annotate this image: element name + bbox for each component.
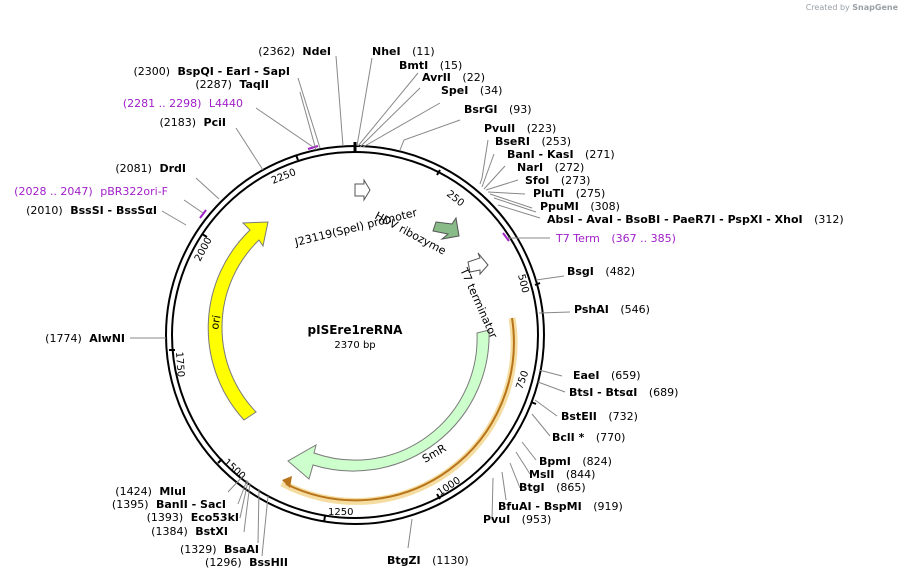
site-label-pcii: (2183) PciI — [159, 116, 226, 129]
site-label-bsgi: BsgI (482) — [567, 265, 635, 278]
tick-mark — [436, 493, 441, 500]
t7-terminator-label: T7 terminator — [457, 265, 500, 341]
ori-label: ori — [208, 314, 223, 330]
site-label-xhoi-group: AbsI - AvaI - BsoBI - PaeR7I - PspXI - X… — [547, 213, 844, 226]
site-label-spei: SpeI (34) — [441, 84, 502, 97]
tick-mark — [436, 169, 441, 176]
site-label-nari: NarI (272) — [517, 161, 584, 174]
tick-mark — [217, 458, 223, 464]
site-label-bsrgi: BsrGI (93) — [464, 103, 532, 116]
tick-label: 250 — [444, 189, 466, 209]
tick-label: 1250 — [328, 507, 353, 518]
plasmid-name: pISEre1reRNA — [308, 323, 404, 337]
feature-label-pbr322ori-f: (2028 .. 2047) pBR322ori-F — [14, 185, 168, 198]
site-label-bspqi-group: (2300) BspQI - EarI - SapI — [133, 65, 290, 78]
plasmid-size: 2370 bp — [334, 340, 375, 351]
site-label-ndei: (2362) NdeI — [258, 45, 331, 58]
tick-mark — [534, 282, 541, 286]
ori-feature-arrow — [207, 221, 269, 421]
tick-label: 1500 — [221, 457, 247, 482]
site-label-taqii: (2287) TaqII — [195, 78, 269, 91]
t7-term-mark — [502, 232, 510, 242]
site-label-bsssi: (2010) BssSI - BssSαI — [26, 204, 157, 217]
site-label-banii-saci: (1395) BanII - SacI — [112, 498, 226, 511]
site-label-bfuai-bspmi: BfuAI - BspMI (919) — [498, 500, 623, 513]
site-label-pvui: PvuI (953) — [483, 513, 551, 526]
snapgene-branding: Created by SnapGene — [806, 3, 898, 12]
site-label-mlui: (1424) MluI — [115, 485, 186, 498]
site-label-avrii: AvrII (22) — [422, 71, 485, 84]
tick-label: 500 — [515, 273, 530, 294]
site-label-bstxi: (1384) BstXI — [151, 525, 228, 538]
j23119-promoter-arrow — [354, 178, 371, 202]
l4440-mark — [307, 145, 319, 150]
snapgene-logo: SnapGene — [852, 3, 898, 12]
smr-feature-arrow — [287, 329, 490, 480]
site-label-bsshii: (1296) BssHII — [205, 556, 288, 569]
site-label-pvuii: PvuII (223) — [484, 122, 556, 135]
site-label-nhei: NheI (11) — [372, 45, 435, 58]
site-label-bpmi: BpmI (824) — [539, 455, 612, 468]
site-label-btgi: BtgI (865) — [519, 481, 586, 494]
feature-label-l4440: (2281 .. 2298) L4440 — [123, 97, 243, 110]
tick-mark — [323, 515, 326, 523]
tick-label: 1750 — [173, 351, 186, 377]
tick-mark — [201, 233, 208, 238]
site-label-bsaai: (1329) BsaAI — [180, 543, 259, 556]
feature-label-t7-term: T7 Term (367 .. 385) — [555, 232, 676, 245]
site-label-pshai: PshAI (546) — [574, 303, 650, 316]
site-label-bseri: BseRI (253) — [495, 135, 571, 148]
tick-mark — [295, 154, 299, 161]
site-label-ppumi: PpuMI (308) — [540, 200, 620, 213]
site-label-alwni: (1774) AlwNI — [45, 332, 125, 345]
tick-label: 750 — [514, 369, 531, 391]
pbr322ori-f-mark — [199, 209, 207, 219]
site-label-bmti: BmtI (15) — [399, 59, 462, 72]
site-label-pluti: PluTI (275) — [533, 187, 605, 200]
site-label-bani-kasi: BanI - KasI (271) — [507, 148, 615, 161]
leader-lines — [130, 55, 571, 557]
site-label-eco53ki: (1393) Eco53kI — [147, 511, 239, 524]
created-by-text: Created by — [805, 3, 850, 12]
orf-arc — [285, 317, 515, 502]
tick-mark — [530, 401, 537, 405]
site-label-btgzi: BtgZI (1130) — [387, 554, 469, 567]
site-label-sfoi: SfoI (273) — [525, 174, 590, 187]
site-label-eaei: EaeI (659) — [573, 369, 641, 382]
t7-terminator-arrow — [467, 252, 489, 276]
orf-arrowhead — [282, 476, 292, 488]
site-label-btsi: BtsI - BtsαI (689) — [569, 386, 678, 399]
site-label-bsteii: BstEII (732) — [561, 410, 638, 423]
hdv-ribozyme-arrow — [432, 216, 460, 240]
site-label-drdi: (2081) DrdI — [115, 162, 186, 175]
site-label-bcli: BclI * (770) — [552, 431, 625, 444]
site-label-msli: MslI (844) — [529, 468, 595, 481]
tick-label: 2000 — [193, 236, 215, 264]
